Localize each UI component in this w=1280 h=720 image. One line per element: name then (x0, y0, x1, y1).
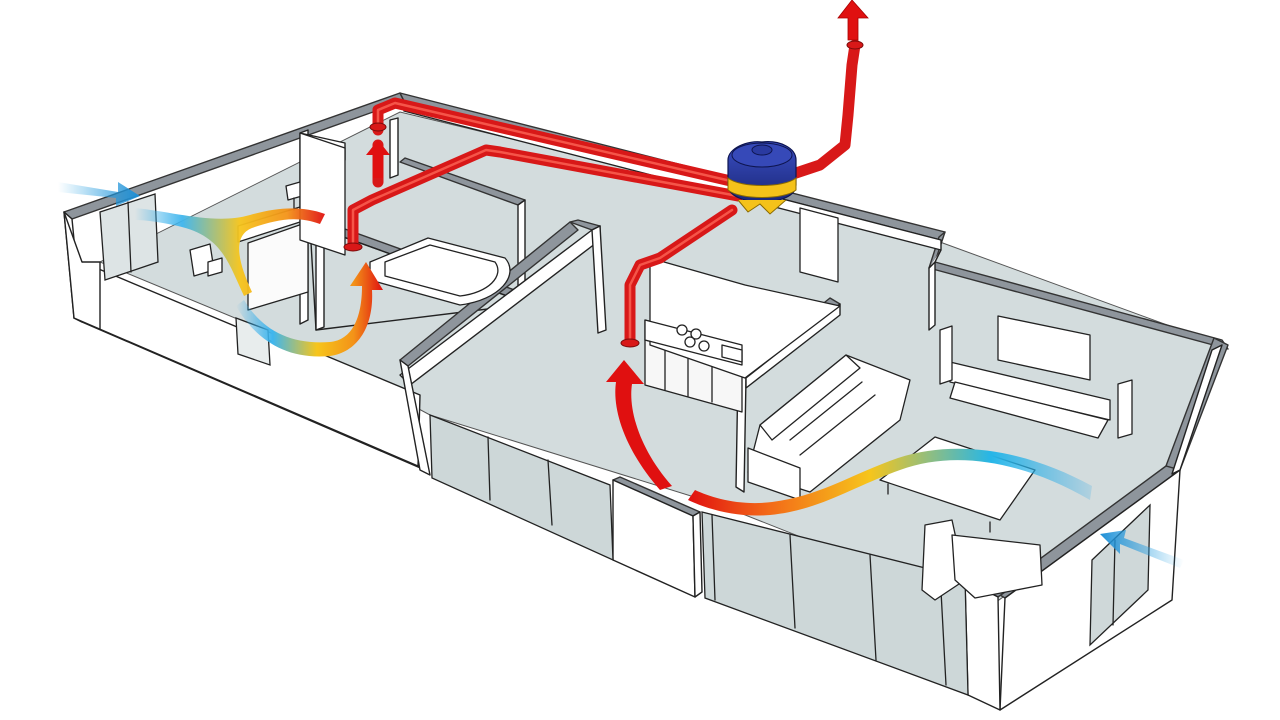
extract-arrow-bathroom (366, 140, 390, 178)
armchair (921, 519, 1043, 601)
front-glazing (99, 193, 1151, 696)
airflow-living (688, 448, 1092, 516)
ventilation-unit (727, 141, 797, 215)
arrow-up-icon (837, 0, 869, 41)
bathtub (369, 237, 511, 306)
airflow-to-bath (236, 262, 383, 357)
bathroom-door (299, 132, 346, 256)
fresh-air-inlet-right (1100, 530, 1184, 568)
fresh-air-inlet-left (58, 182, 140, 206)
airflow-bedroom (135, 208, 325, 296)
kitchen-counter (644, 207, 841, 413)
sofa (747, 354, 911, 501)
tv-unit (939, 315, 1133, 439)
airflow-to-kitchen (606, 360, 672, 490)
